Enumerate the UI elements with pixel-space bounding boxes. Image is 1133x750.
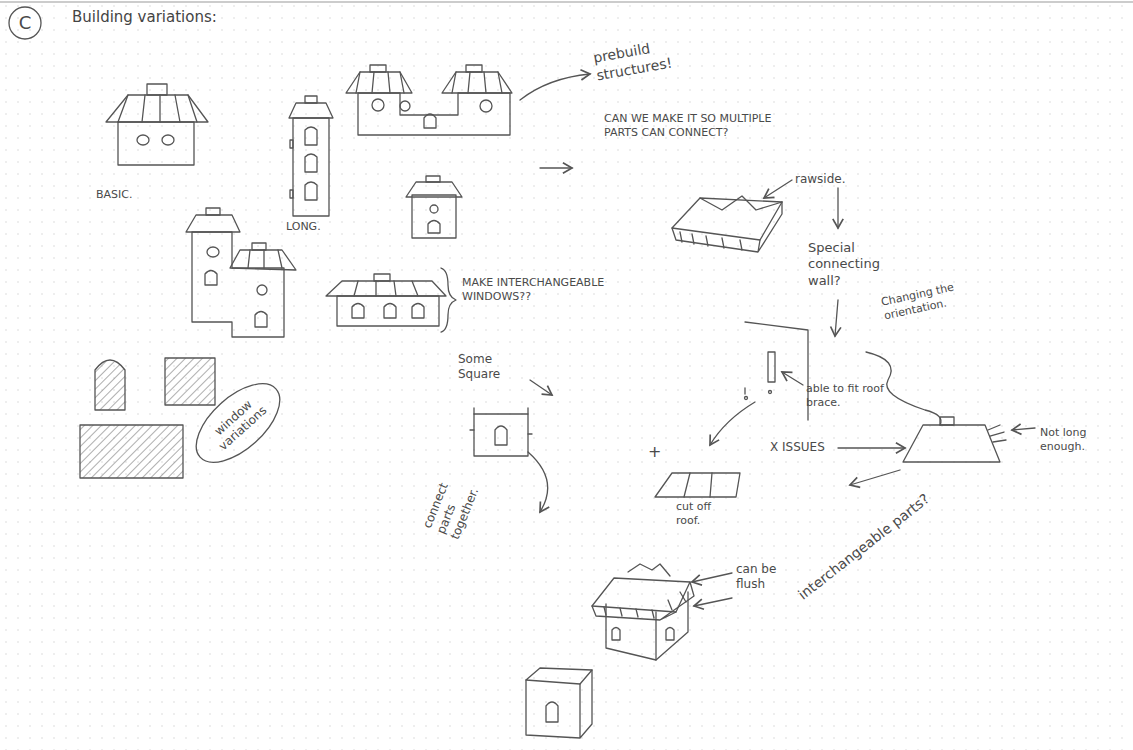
note-text: rawside. xyxy=(795,172,865,187)
window-variations xyxy=(80,358,215,478)
node-text: C xyxy=(19,12,32,34)
rawside-box xyxy=(672,196,782,252)
arrow xyxy=(835,300,838,336)
window-house xyxy=(326,274,446,326)
note-text: Special connecting wall? xyxy=(808,240,888,289)
note-text: can be flush xyxy=(736,562,792,592)
long-tower xyxy=(289,96,333,216)
arrow xyxy=(530,380,552,395)
note-text: CAN WE MAKE IT SO MULTIPLE PARTS CAN CON… xyxy=(604,112,779,140)
arrow xyxy=(540,167,572,168)
arrow xyxy=(764,180,792,198)
page-title: Building variations: xyxy=(72,8,217,26)
small-tower xyxy=(406,176,462,238)
note-text: able to fit roof brace. xyxy=(806,382,884,410)
note-text: X ISSUES xyxy=(770,440,838,455)
arrow xyxy=(520,74,590,100)
note-text: cut off roof. xyxy=(676,500,736,528)
arrow xyxy=(1012,428,1035,430)
cube-with-roof xyxy=(592,564,694,660)
note-text: Some Square xyxy=(458,352,530,382)
connecting-wall xyxy=(745,322,809,420)
prebuilt-structure xyxy=(346,65,512,135)
note-text: Not long enough. xyxy=(1040,426,1112,454)
arrow xyxy=(782,372,803,385)
arrow xyxy=(837,188,838,228)
note-text: MAKE INTERCHANGEABLE WINDOWS?? xyxy=(462,276,612,304)
basic-house xyxy=(106,84,208,165)
arrow xyxy=(710,402,755,445)
stacked-building xyxy=(186,208,296,337)
arrow xyxy=(694,598,732,606)
arrow xyxy=(528,452,548,512)
arrow xyxy=(850,470,900,485)
roof-trapezoid xyxy=(903,417,1006,462)
small-cube xyxy=(526,668,592,738)
note-text: LONG. xyxy=(286,220,336,234)
note-text: + xyxy=(648,442,668,462)
cut-off-roof xyxy=(655,473,740,497)
some-square xyxy=(470,408,532,456)
note-text: BASIC. xyxy=(96,188,156,202)
arrow xyxy=(838,447,905,448)
arrow xyxy=(692,573,732,582)
bracket xyxy=(441,268,456,332)
section-circle: C xyxy=(8,6,42,40)
